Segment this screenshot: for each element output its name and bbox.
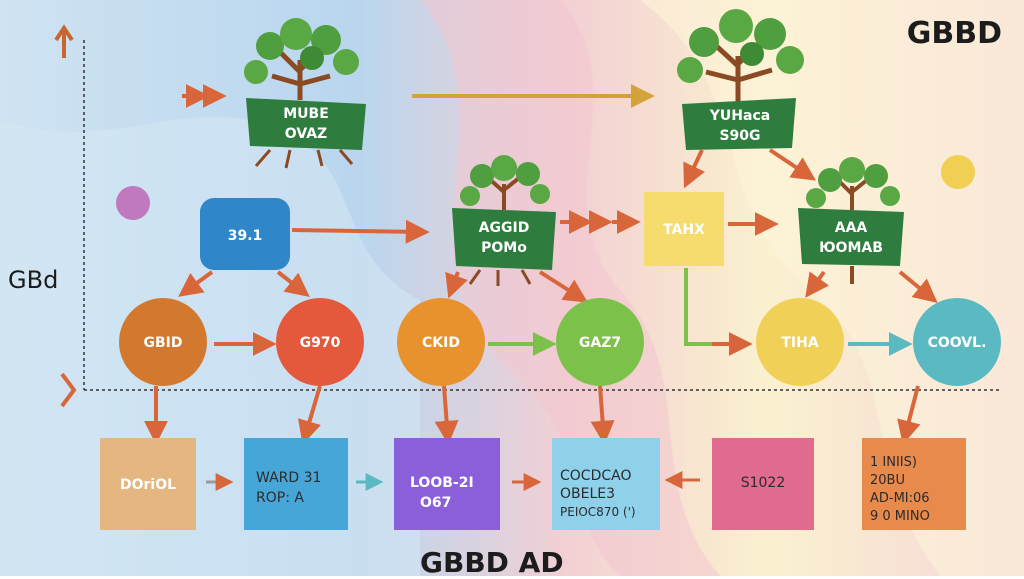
connector-arrows: [144, 84, 938, 491]
svg-text:TIHA: TIHA: [781, 335, 818, 351]
process-box-yellow: TAHX: [644, 192, 724, 266]
tree-label-1: MUBE: [283, 106, 329, 122]
output-box-4: COCDCAO OBELE3 PEIOC870 ('): [552, 438, 660, 530]
tree-node-3: AGGID POMo: [452, 155, 556, 286]
tree-sign: [798, 208, 904, 266]
svg-text:GAZ7: GAZ7: [579, 335, 621, 351]
circle-node-5: TIHA: [756, 298, 844, 386]
decor-dot-purple: [116, 186, 150, 220]
svg-text:1 INIIS): 1 INIIS): [870, 455, 917, 470]
svg-text:39.1: 39.1: [228, 228, 263, 244]
output-box-5: S1022: [712, 438, 814, 530]
tree-label-2: S90G: [719, 128, 760, 144]
svg-text:OBELE3: OBELE3: [560, 486, 615, 502]
corner-title: GBBD: [906, 16, 1002, 51]
tree-sign: [452, 208, 556, 270]
svg-text:WARD 31: WARD 31: [256, 470, 321, 486]
svg-text:9 0 MINO: 9 0 MINO: [870, 509, 930, 524]
svg-text:ROP: A: ROP: A: [256, 490, 304, 506]
svg-text:GBID: GBID: [144, 335, 183, 351]
svg-text:COCDCAO: COCDCAO: [560, 468, 631, 484]
axis-up-arrow-icon: [54, 24, 74, 58]
svg-text:PEIOC870 ('): PEIOC870 ('): [560, 505, 636, 519]
tree-node-4: AAA ЮOMAB: [798, 157, 904, 284]
svg-text:CKID: CKID: [422, 335, 460, 351]
output-box-2: WARD 31 ROP: A: [244, 438, 348, 530]
circle-node-1: GBID: [119, 298, 207, 386]
process-box-blue: 39.1: [200, 198, 290, 270]
bottom-caption: GBBD AD: [420, 546, 564, 579]
tree-label-1: AAA: [835, 220, 868, 236]
decor-dot-yellow: [941, 155, 975, 189]
axis-label: GBd: [8, 266, 59, 294]
output-box-1: DOriOL: [100, 438, 196, 530]
circle-node-3: CKID: [397, 298, 485, 386]
svg-text:COOVL.: COOVL.: [928, 335, 987, 351]
axis-lines: [54, 24, 1000, 408]
axis-right-arrow-icon: [60, 372, 77, 408]
tree-label-2: ЮOMAB: [819, 240, 883, 256]
tree-sign: [682, 98, 796, 150]
svg-text:LOOB-2I: LOOB-2I: [410, 475, 474, 491]
tree-label-1: YUHaca: [709, 108, 770, 124]
tree-label-2: OVAZ: [285, 126, 327, 142]
svg-text:20BU: 20BU: [870, 473, 905, 488]
output-box-3: LOOB-2I O67: [394, 438, 500, 530]
tree-icon: [460, 155, 550, 286]
svg-text:G970: G970: [300, 335, 341, 351]
circle-node-6: COOVL.: [913, 298, 1001, 386]
tree-node-2: YUHaca S90G: [677, 9, 804, 150]
output-box-6: 1 INIIS) 20BU AD-MI:06 9 0 MINO: [862, 438, 966, 530]
tree-label-1: AGGID: [479, 220, 530, 236]
svg-text:TAHX: TAHX: [663, 222, 705, 238]
svg-text:O67: O67: [420, 495, 451, 511]
tree-icon: [244, 18, 359, 169]
tree-label-2: POMo: [481, 240, 527, 256]
tree-sign: [246, 98, 366, 150]
circle-node-2: G970: [276, 298, 364, 386]
circle-node-4: GAZ7: [556, 298, 644, 386]
svg-text:S1022: S1022: [741, 475, 786, 491]
svg-text:AD-MI:06: AD-MI:06: [870, 491, 930, 506]
tree-icon: [677, 9, 804, 104]
tree-node-1: MUBE OVAZ: [244, 18, 366, 169]
svg-text:DOriOL: DOriOL: [120, 477, 176, 493]
tree-icon: [806, 157, 900, 284]
